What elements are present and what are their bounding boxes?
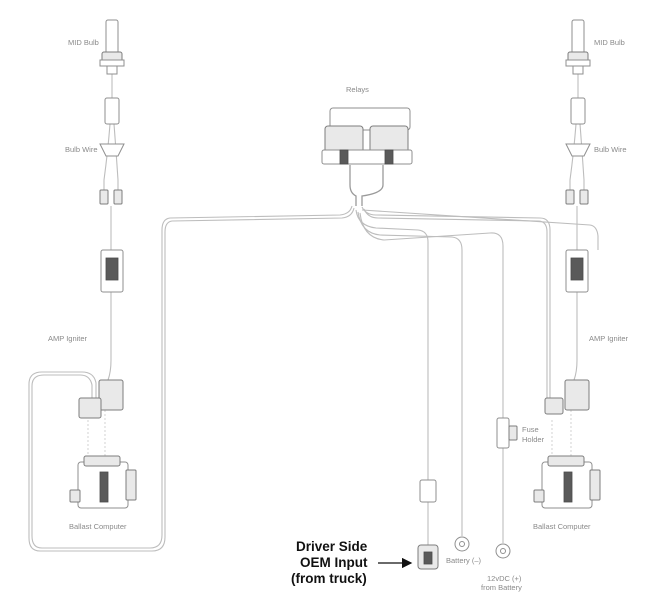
right-mid-bulb bbox=[565, 19, 591, 75]
right-amp-igniter bbox=[544, 249, 590, 415]
left-bulb-wire-connector bbox=[99, 97, 125, 205]
ballast-computer-right-label: Ballast Computer bbox=[533, 522, 591, 531]
mid-bulb-right-label: MID Bulb bbox=[594, 38, 625, 47]
mid-bulb-left-label: MID Bulb bbox=[68, 38, 99, 47]
oem-input-label-line2: OEM Input bbox=[300, 555, 368, 570]
bulb-wire-right-label: Bulb Wire bbox=[594, 145, 627, 154]
battery-positive-terminal bbox=[495, 543, 511, 559]
relays bbox=[321, 107, 413, 165]
fuse-holder bbox=[496, 417, 518, 449]
fuse-holder-label-line2: Holder bbox=[522, 435, 545, 444]
amp-igniter-left-label: AMP Igniter bbox=[48, 334, 88, 343]
bulb-wire-left-label: Bulb Wire bbox=[65, 145, 98, 154]
battery-negative-terminal bbox=[454, 536, 470, 552]
battery-negative-label: Battery (–) bbox=[446, 556, 482, 565]
ballast-computer-left-label: Ballast Computer bbox=[69, 522, 127, 531]
amp-igniter-right-label: AMP Igniter bbox=[589, 334, 629, 343]
relays-label: Relays bbox=[346, 85, 369, 94]
right-bulb-wire-connector bbox=[565, 97, 591, 205]
left-amp-igniter bbox=[78, 249, 124, 419]
fuse-holder-label-line1: Fuse bbox=[522, 425, 539, 434]
left-mid-bulb bbox=[99, 19, 125, 75]
battery-positive-label-line2: from Battery bbox=[481, 583, 522, 592]
oem-input-label-line1: Driver Side bbox=[296, 539, 368, 554]
left-ballast-computer bbox=[69, 455, 137, 509]
right-ballast-computer bbox=[533, 455, 601, 509]
oem-input-label-line3: (from truck) bbox=[291, 571, 367, 586]
battery-positive-label-line1: 12vDC (+) bbox=[487, 574, 522, 583]
oem-input-connector bbox=[417, 479, 439, 570]
